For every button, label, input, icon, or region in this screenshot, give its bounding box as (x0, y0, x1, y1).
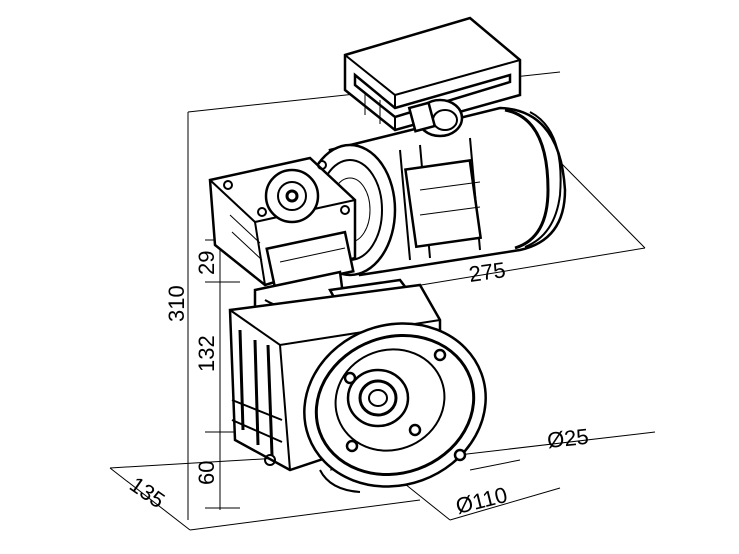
terminal-box (343, 16, 522, 138)
dimension-total-height-310: 310 (164, 285, 189, 322)
dimension-middle-132: 132 (194, 335, 219, 372)
dimension-shaft-25: Ø25 (546, 424, 590, 453)
dimension-length-275: 275 (467, 257, 507, 287)
output-flange (303, 322, 487, 493)
dimension-lower-60: 60 (194, 461, 219, 485)
dimension-depth-135: 135 (125, 472, 169, 514)
dimension-flange-110: Ø110 (453, 482, 510, 519)
upper-gearbox (208, 156, 357, 290)
dimension-upper-29: 29 (194, 251, 219, 275)
